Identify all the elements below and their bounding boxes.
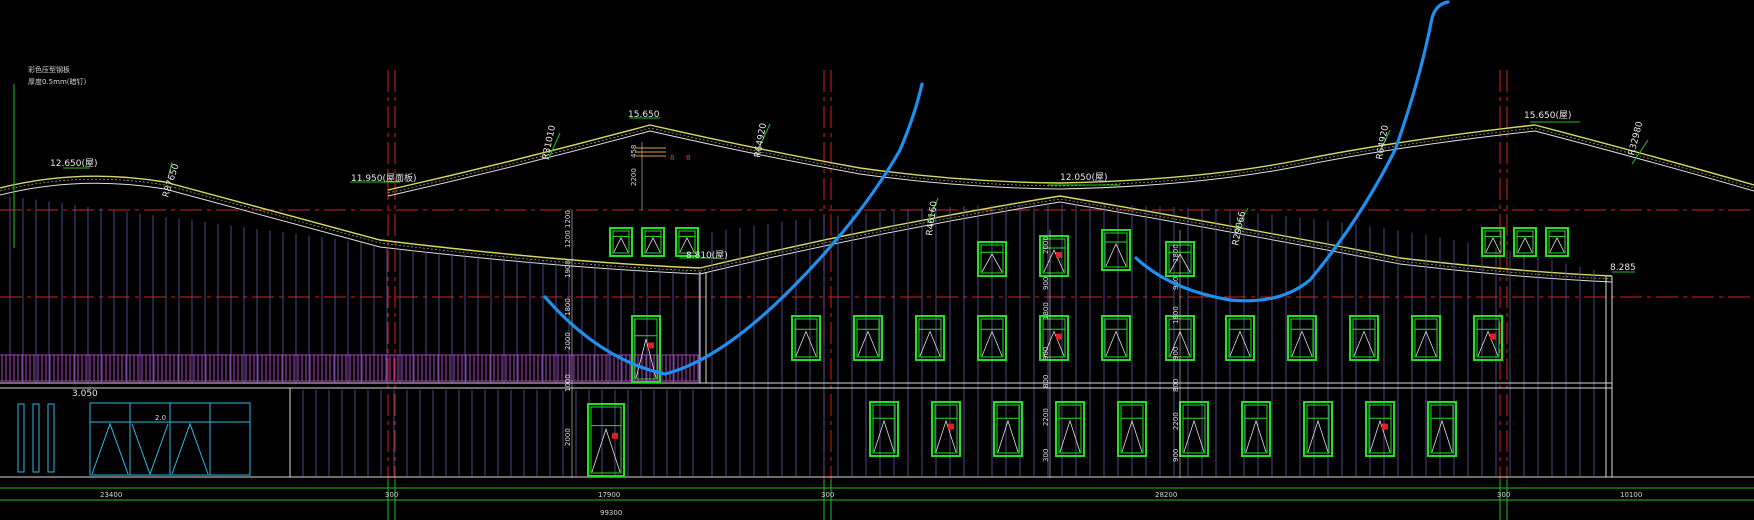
window — [587, 403, 625, 477]
vertical-dimension-label: 2000 — [564, 332, 572, 350]
window — [977, 315, 1007, 361]
roof-high — [387, 124, 1754, 197]
window — [675, 227, 699, 257]
sketch-stroke-left — [543, 82, 924, 376]
vertical-dimension-label: 900 — [1042, 277, 1050, 290]
roof-middle — [699, 195, 1613, 283]
dimension-lines — [0, 480, 1754, 520]
vertical-dimension-label: 1800 — [1172, 244, 1180, 262]
vertical-dimension-label: 2000 — [1042, 236, 1050, 254]
vertical-dimension-label: 900 — [1172, 449, 1180, 462]
bottom-dimension-label: 300 — [1497, 491, 1510, 499]
vertical-dimension-label: 1000 — [564, 374, 572, 392]
window — [1101, 229, 1131, 271]
note-line-2: 厚度0.5mm(暗钉) — [28, 77, 87, 86]
elevation-label: 8.810(屋) — [686, 250, 728, 261]
window — [1039, 315, 1069, 361]
bottom-dimension-label: 300 — [385, 491, 398, 499]
window — [853, 315, 883, 361]
vertical-dimension-label: 1800 — [1042, 302, 1050, 320]
sketch-stroke-right — [1134, 0, 1450, 303]
elevation-labels: 彩色压型钢板 厚度0.5mm(暗钉) 12.650(屋) 11.950(屋面板)… — [28, 65, 1636, 422]
elevation-label: 12.650(屋) — [50, 158, 98, 169]
radius-label: R46160 — [925, 200, 940, 236]
window — [915, 315, 945, 361]
glazed-storefront — [17, 402, 251, 476]
elevation-label: 11.950(屋面板) — [351, 172, 417, 184]
vertical-dimension-label: 1200 — [564, 210, 572, 228]
vertical-dimension-label: 1800 — [564, 298, 572, 316]
small-mark: 8 — [670, 154, 674, 162]
freehand-annotations — [543, 0, 1450, 376]
vertical-dimension-labels: 2200 458 1200 1200 1900 1800 2000 1000 2000 2000 9… — [564, 145, 1180, 462]
vertical-dimension-label: 900 — [1042, 347, 1050, 360]
bottom-dimension-label: 23400 — [100, 491, 122, 499]
small-mark: 8 — [686, 154, 690, 162]
vertical-dimension-label: 1200 — [564, 230, 572, 248]
bottom-dimension-labels: 23400 300 17900 300 28200 300 10100 9930… — [100, 491, 1642, 517]
bottom-dimension-label: 10100 — [1620, 491, 1642, 499]
vertical-dimension-label: 2200 — [1172, 412, 1180, 430]
window — [791, 315, 821, 361]
window — [1473, 315, 1503, 361]
window — [1427, 401, 1457, 457]
vertical-dimension-label: 800 — [1042, 375, 1050, 388]
elevation-label: 2.0 — [155, 414, 166, 422]
total-dimension-label: 99300 — [600, 509, 622, 517]
building-outlines — [0, 272, 1754, 478]
elevation-label: 15.650 — [628, 110, 660, 120]
vertical-dimension-label: 300 — [1042, 449, 1050, 462]
vertical-dimension-label: 1800 — [1172, 306, 1180, 324]
window — [977, 241, 1007, 277]
window — [1365, 401, 1395, 457]
window — [1349, 315, 1379, 361]
window — [1101, 315, 1131, 361]
roof-left — [0, 175, 701, 275]
window — [1545, 227, 1569, 257]
wall-cladding — [9, 196, 1595, 476]
elevation-label: 3.050 — [72, 389, 98, 399]
window — [609, 227, 633, 257]
elevation-label: 15.650(屋) — [1524, 110, 1572, 121]
balcony-railing — [0, 354, 700, 382]
vertical-dimension-label: 458 — [630, 145, 638, 158]
vertical-dimension-label: 2000 — [564, 428, 572, 446]
vent-mark — [636, 147, 666, 157]
window — [1039, 235, 1069, 277]
window — [993, 401, 1023, 457]
leader-lines — [13, 84, 1649, 273]
window — [1481, 227, 1505, 257]
vertical-dimension-label: 800 — [1172, 379, 1180, 392]
window — [869, 401, 899, 457]
window — [1411, 315, 1441, 361]
vertical-dimension-label: 2200 — [630, 168, 638, 186]
window — [1287, 315, 1317, 361]
bottom-dimension-label: 28200 — [1155, 491, 1177, 499]
window — [641, 227, 665, 257]
bottom-dimension-label: 300 — [821, 491, 834, 499]
window — [1241, 401, 1271, 457]
window — [1513, 227, 1537, 257]
window — [931, 401, 961, 457]
window — [1303, 401, 1333, 457]
window — [1225, 315, 1255, 361]
window — [1117, 401, 1147, 457]
note-line-1: 彩色压型钢板 — [28, 65, 70, 74]
window — [1055, 401, 1085, 457]
bottom-dimension-label: 17900 — [598, 491, 620, 499]
vertical-dimension-label: 1900 — [564, 260, 572, 278]
vertical-dimension-label: 900 — [1172, 347, 1180, 360]
vertical-dimension-label: 2200 — [1042, 408, 1050, 426]
elevation-label: 8.285 — [1610, 263, 1636, 273]
vertical-dimension-chains — [571, 142, 1181, 478]
elevation-label: 12.050(屋) — [1060, 172, 1108, 183]
